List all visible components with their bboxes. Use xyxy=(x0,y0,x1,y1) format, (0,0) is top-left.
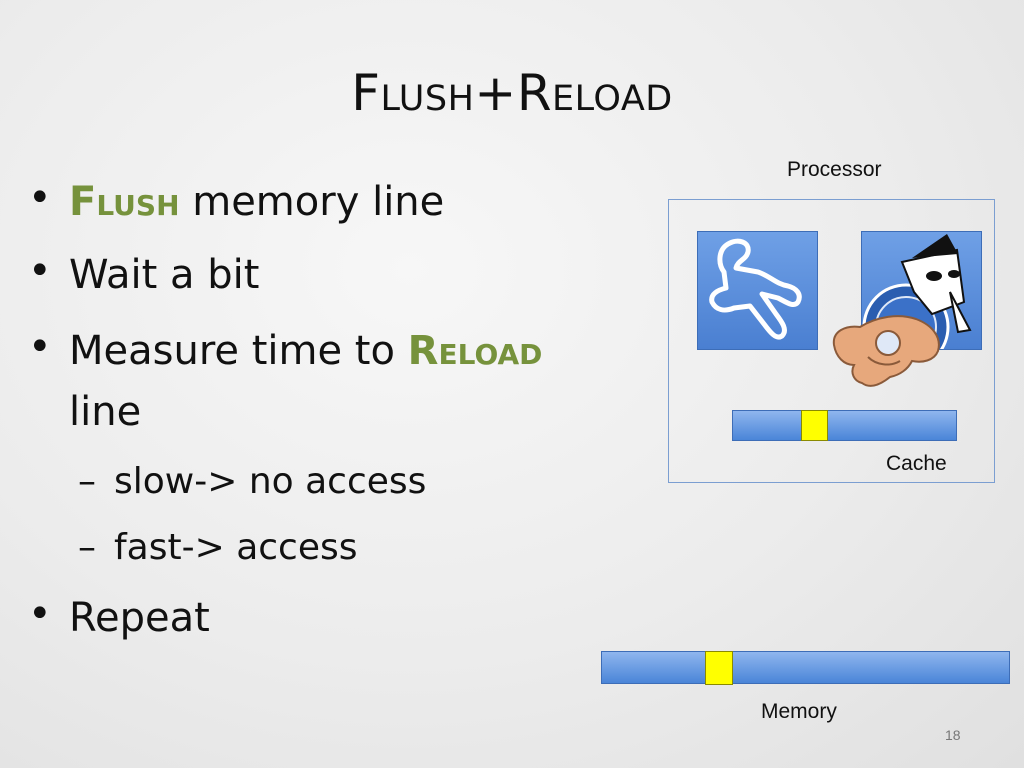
subbullet-text: fast-> access xyxy=(114,527,358,568)
cache-line-highlight xyxy=(801,410,828,441)
flush-tile xyxy=(697,231,818,350)
bullet-dot: • xyxy=(28,248,52,294)
hand-okay-icon xyxy=(832,315,940,387)
subbullet-text: slow-> no access xyxy=(114,461,427,502)
bullet-dot: • xyxy=(28,175,52,221)
cache-label: Cache xyxy=(886,452,947,475)
keyword-reload: Reload xyxy=(407,328,543,374)
dash: – xyxy=(78,527,96,568)
slide-title: Flush+Reload xyxy=(351,64,673,122)
processor-box xyxy=(668,199,995,483)
bullet-text: line xyxy=(69,389,142,435)
bullet-text: Measure time to xyxy=(69,328,408,374)
bullet-dot: • xyxy=(28,591,52,637)
bullet-text: Wait a bit xyxy=(69,252,260,298)
bullet-text: Repeat xyxy=(69,595,210,641)
bullet-text: memory line xyxy=(179,179,445,225)
memory-line-highlight xyxy=(705,651,733,685)
page-number: 18 xyxy=(945,727,961,743)
cache-bar xyxy=(732,410,957,441)
memory-bar xyxy=(601,651,1010,684)
processor-label: Processor xyxy=(787,158,882,181)
chalk-outline-icon xyxy=(709,238,802,340)
keyword-flush: Flush xyxy=(69,179,180,225)
dash: – xyxy=(78,461,96,502)
memory-label: Memory xyxy=(761,700,837,723)
bullet-dot: • xyxy=(28,324,52,370)
